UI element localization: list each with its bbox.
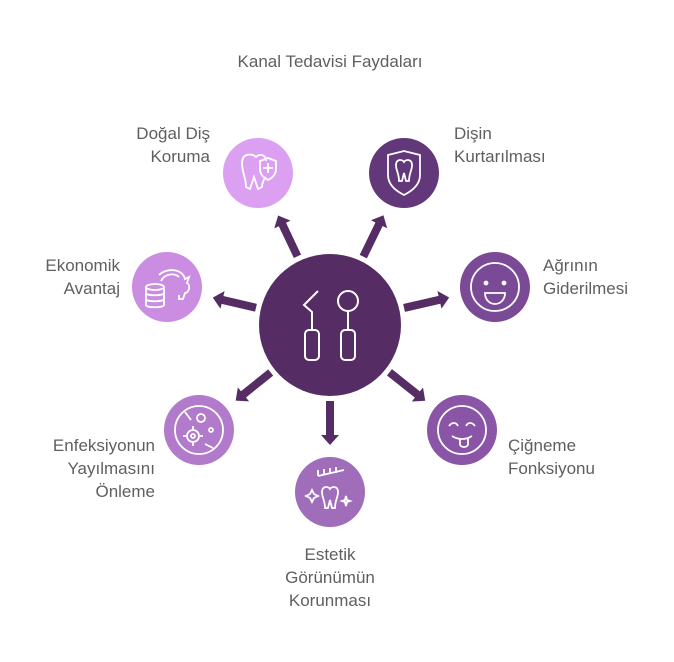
tooth-shield-icon [387, 150, 421, 197]
node-0 [223, 138, 293, 208]
arrow [386, 369, 426, 402]
arrow [235, 369, 274, 402]
node-5 [164, 395, 234, 465]
node-3 [427, 395, 497, 465]
arrow [321, 401, 339, 445]
no-bacteria-icon [174, 405, 224, 455]
node-circle [132, 252, 202, 322]
tooth-shield-plus-icon [241, 153, 277, 191]
arrow [274, 215, 302, 259]
arrow [403, 291, 450, 312]
center-circle [259, 254, 401, 396]
node-circle [223, 138, 293, 208]
diagram-title: Kanal Tedavisi Faydaları [237, 52, 423, 71]
node-6 [132, 252, 202, 322]
dental-tools-icon [302, 290, 359, 361]
node-1 [369, 138, 439, 208]
arrows [212, 215, 450, 445]
node-circle [295, 457, 365, 527]
tooth-brush-sparkle-icon [303, 467, 353, 509]
smile-icon [470, 262, 520, 312]
arrow [212, 291, 257, 312]
node-4 [295, 457, 365, 527]
arrow [359, 215, 388, 259]
tongue-face-icon [437, 405, 487, 455]
piggy-bank-coins-icon [145, 269, 191, 309]
node-2 [460, 252, 530, 322]
